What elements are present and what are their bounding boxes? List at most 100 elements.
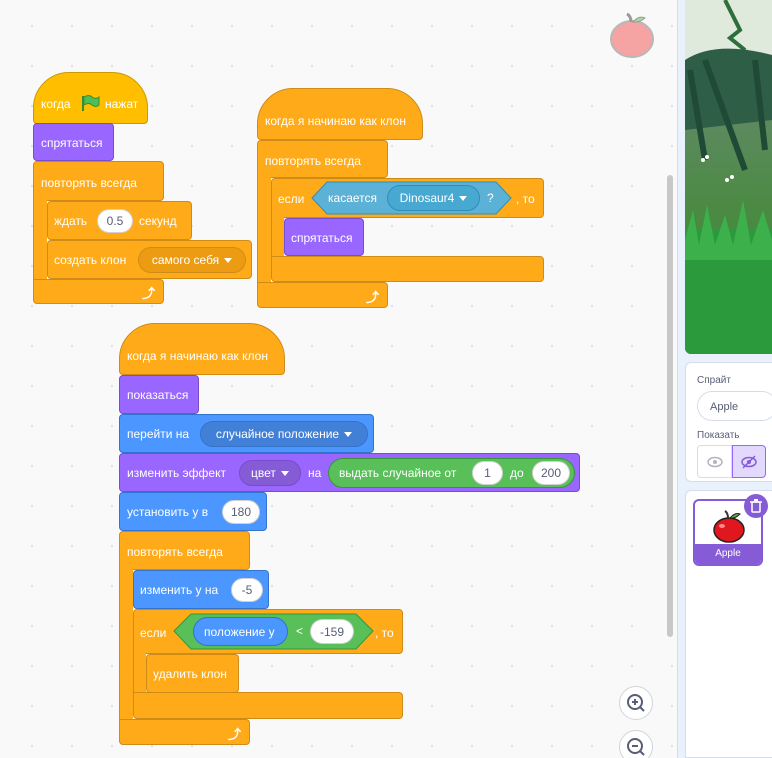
set-y-input[interactable]: 180	[222, 500, 260, 524]
when-clone-start-block[interactable]: когда я начинаю как клон	[119, 323, 285, 375]
if-foot	[133, 692, 403, 719]
stage-backdrop	[685, 0, 772, 354]
forever-block[interactable]: повторять всегда	[257, 140, 388, 178]
random-from-input[interactable]: 1	[472, 461, 503, 485]
pick-random-reporter[interactable]: выдать случайное от 1 до 200	[328, 458, 575, 488]
zoom-out-icon	[627, 738, 645, 756]
show-block[interactable]: показаться	[119, 375, 199, 414]
show-label: показаться	[127, 388, 189, 402]
effect-dropdown[interactable]: цвет	[239, 460, 301, 486]
touching-target-value: Dinosaur4	[399, 191, 455, 205]
clone-target-value: самого себя	[151, 253, 220, 267]
touching-target-dropdown[interactable]: Dinosaur4	[387, 185, 480, 211]
forever-arm	[119, 569, 133, 720]
less-than-label: <	[296, 624, 304, 638]
hide-label: спрятаться	[291, 231, 353, 245]
forever-block[interactable]: повторять всегда	[119, 531, 250, 570]
if-label: если	[140, 626, 167, 640]
question-label: ?	[487, 191, 494, 205]
random-to-label: до	[510, 466, 524, 480]
clone-hat-label: когда я начинаю как клон	[265, 114, 406, 128]
show-sprite-button[interactable]	[697, 445, 732, 478]
compare-value-input[interactable]: -159	[310, 619, 354, 644]
y-position-reporter[interactable]: положение у	[193, 617, 288, 646]
forever-foot: ⤴	[33, 279, 164, 304]
chevron-down-icon	[344, 431, 353, 437]
chevron-down-icon	[280, 470, 289, 476]
chevron-down-icon	[459, 195, 468, 201]
sprite-list-panel: Apple	[685, 490, 772, 758]
clone-target-dropdown[interactable]: самого себя	[138, 247, 246, 273]
goto-target-dropdown[interactable]: случайное положение	[200, 421, 368, 447]
create-clone-label: создать клон	[54, 253, 127, 267]
code-workspace[interactable]: когда нажат спрятаться повторять всегда …	[0, 0, 677, 758]
clone-hat-label: когда я начинаю как клон	[127, 349, 268, 363]
change-y-block[interactable]: изменить у на -5	[133, 570, 269, 609]
if-label: если	[278, 192, 305, 206]
hide-sprite-button[interactable]	[732, 445, 766, 478]
seconds-label: секунд	[139, 214, 177, 228]
forever-foot: ⤴	[119, 719, 250, 745]
forever-arm	[257, 177, 271, 283]
random-to-input[interactable]: 200	[532, 461, 570, 485]
forever-label: повторять всегда	[41, 176, 137, 190]
trash-icon	[750, 499, 762, 513]
by-label: на	[308, 466, 322, 480]
loop-arrow-icon: ⤴	[142, 286, 156, 301]
loop-arrow-icon: ⤴	[366, 290, 380, 305]
hat-clicked-label: нажат	[105, 97, 139, 111]
forever-label: повторять всегда	[265, 154, 361, 168]
delete-clone-label: удалить клон	[153, 667, 227, 681]
forever-block[interactable]: повторять всегда	[33, 161, 164, 201]
eye-hidden-icon	[741, 454, 757, 469]
stage-canvas[interactable]	[685, 0, 772, 354]
sprite-card-apple[interactable]: Apple	[693, 499, 763, 566]
set-y-block[interactable]: установить у в 180	[119, 492, 267, 531]
hide-label: спрятаться	[41, 136, 103, 150]
then-label: , то	[375, 626, 394, 640]
apple-icon	[713, 510, 745, 543]
if-foot	[271, 256, 544, 282]
create-clone-block[interactable]: создать клон самого себя	[47, 240, 252, 279]
sprite-name-input[interactable]: Apple	[697, 391, 772, 421]
eye-icon	[706, 456, 723, 467]
change-y-label: изменить у на	[140, 583, 219, 597]
zoom-out-button[interactable]	[619, 730, 653, 758]
hide-block[interactable]: спрятаться	[33, 123, 114, 161]
wait-block[interactable]: ждать 0.5 секунд	[47, 201, 192, 240]
effect-value: цвет	[251, 466, 276, 480]
delete-sprite-button[interactable]	[744, 494, 768, 518]
y-position-label: положение у	[204, 625, 275, 639]
set-y-label: установить у в	[127, 505, 209, 519]
sprite-label: Спрайт	[697, 375, 731, 386]
change-effect-block[interactable]: изменить эффект цвет на выдать случайное…	[119, 453, 580, 492]
when-clone-start-block[interactable]: когда я начинаю как клон	[257, 88, 423, 140]
if-arm	[271, 217, 284, 257]
delete-clone-block[interactable]: удалить клон	[146, 654, 239, 693]
touching-label: касается	[328, 191, 377, 205]
sprite-apple-indicator-icon	[610, 12, 654, 58]
show-label: Показать	[697, 430, 740, 441]
change-y-input[interactable]: -5	[231, 578, 263, 602]
chevron-down-icon	[224, 257, 233, 263]
goto-target-value: случайное положение	[215, 427, 340, 441]
wait-seconds-input[interactable]: 0.5	[97, 209, 133, 233]
wait-label: ждать	[54, 214, 88, 228]
zoom-in-button[interactable]	[619, 686, 653, 720]
if-arm	[133, 653, 146, 693]
change-effect-label: изменить эффект	[127, 466, 226, 480]
workspace-scrollbar[interactable]	[667, 175, 673, 637]
loop-arrow-icon: ⤴	[228, 727, 242, 742]
hide-block[interactable]: спрятаться	[284, 218, 364, 256]
green-flag-icon	[82, 95, 100, 111]
then-label: , то	[516, 192, 535, 206]
forever-arm	[33, 200, 47, 280]
sprite-card-name: Apple	[695, 544, 761, 564]
goto-block[interactable]: перейти на случайное положение	[119, 414, 374, 453]
zoom-in-icon	[627, 694, 645, 712]
sprite-info-panel: Спрайт Apple Показать	[685, 362, 772, 482]
hat-when-label: когда	[41, 97, 71, 111]
when-flag-clicked-block[interactable]: когда нажат	[33, 72, 148, 124]
forever-label: повторять всегда	[127, 545, 223, 559]
forever-foot: ⤴	[257, 282, 388, 308]
